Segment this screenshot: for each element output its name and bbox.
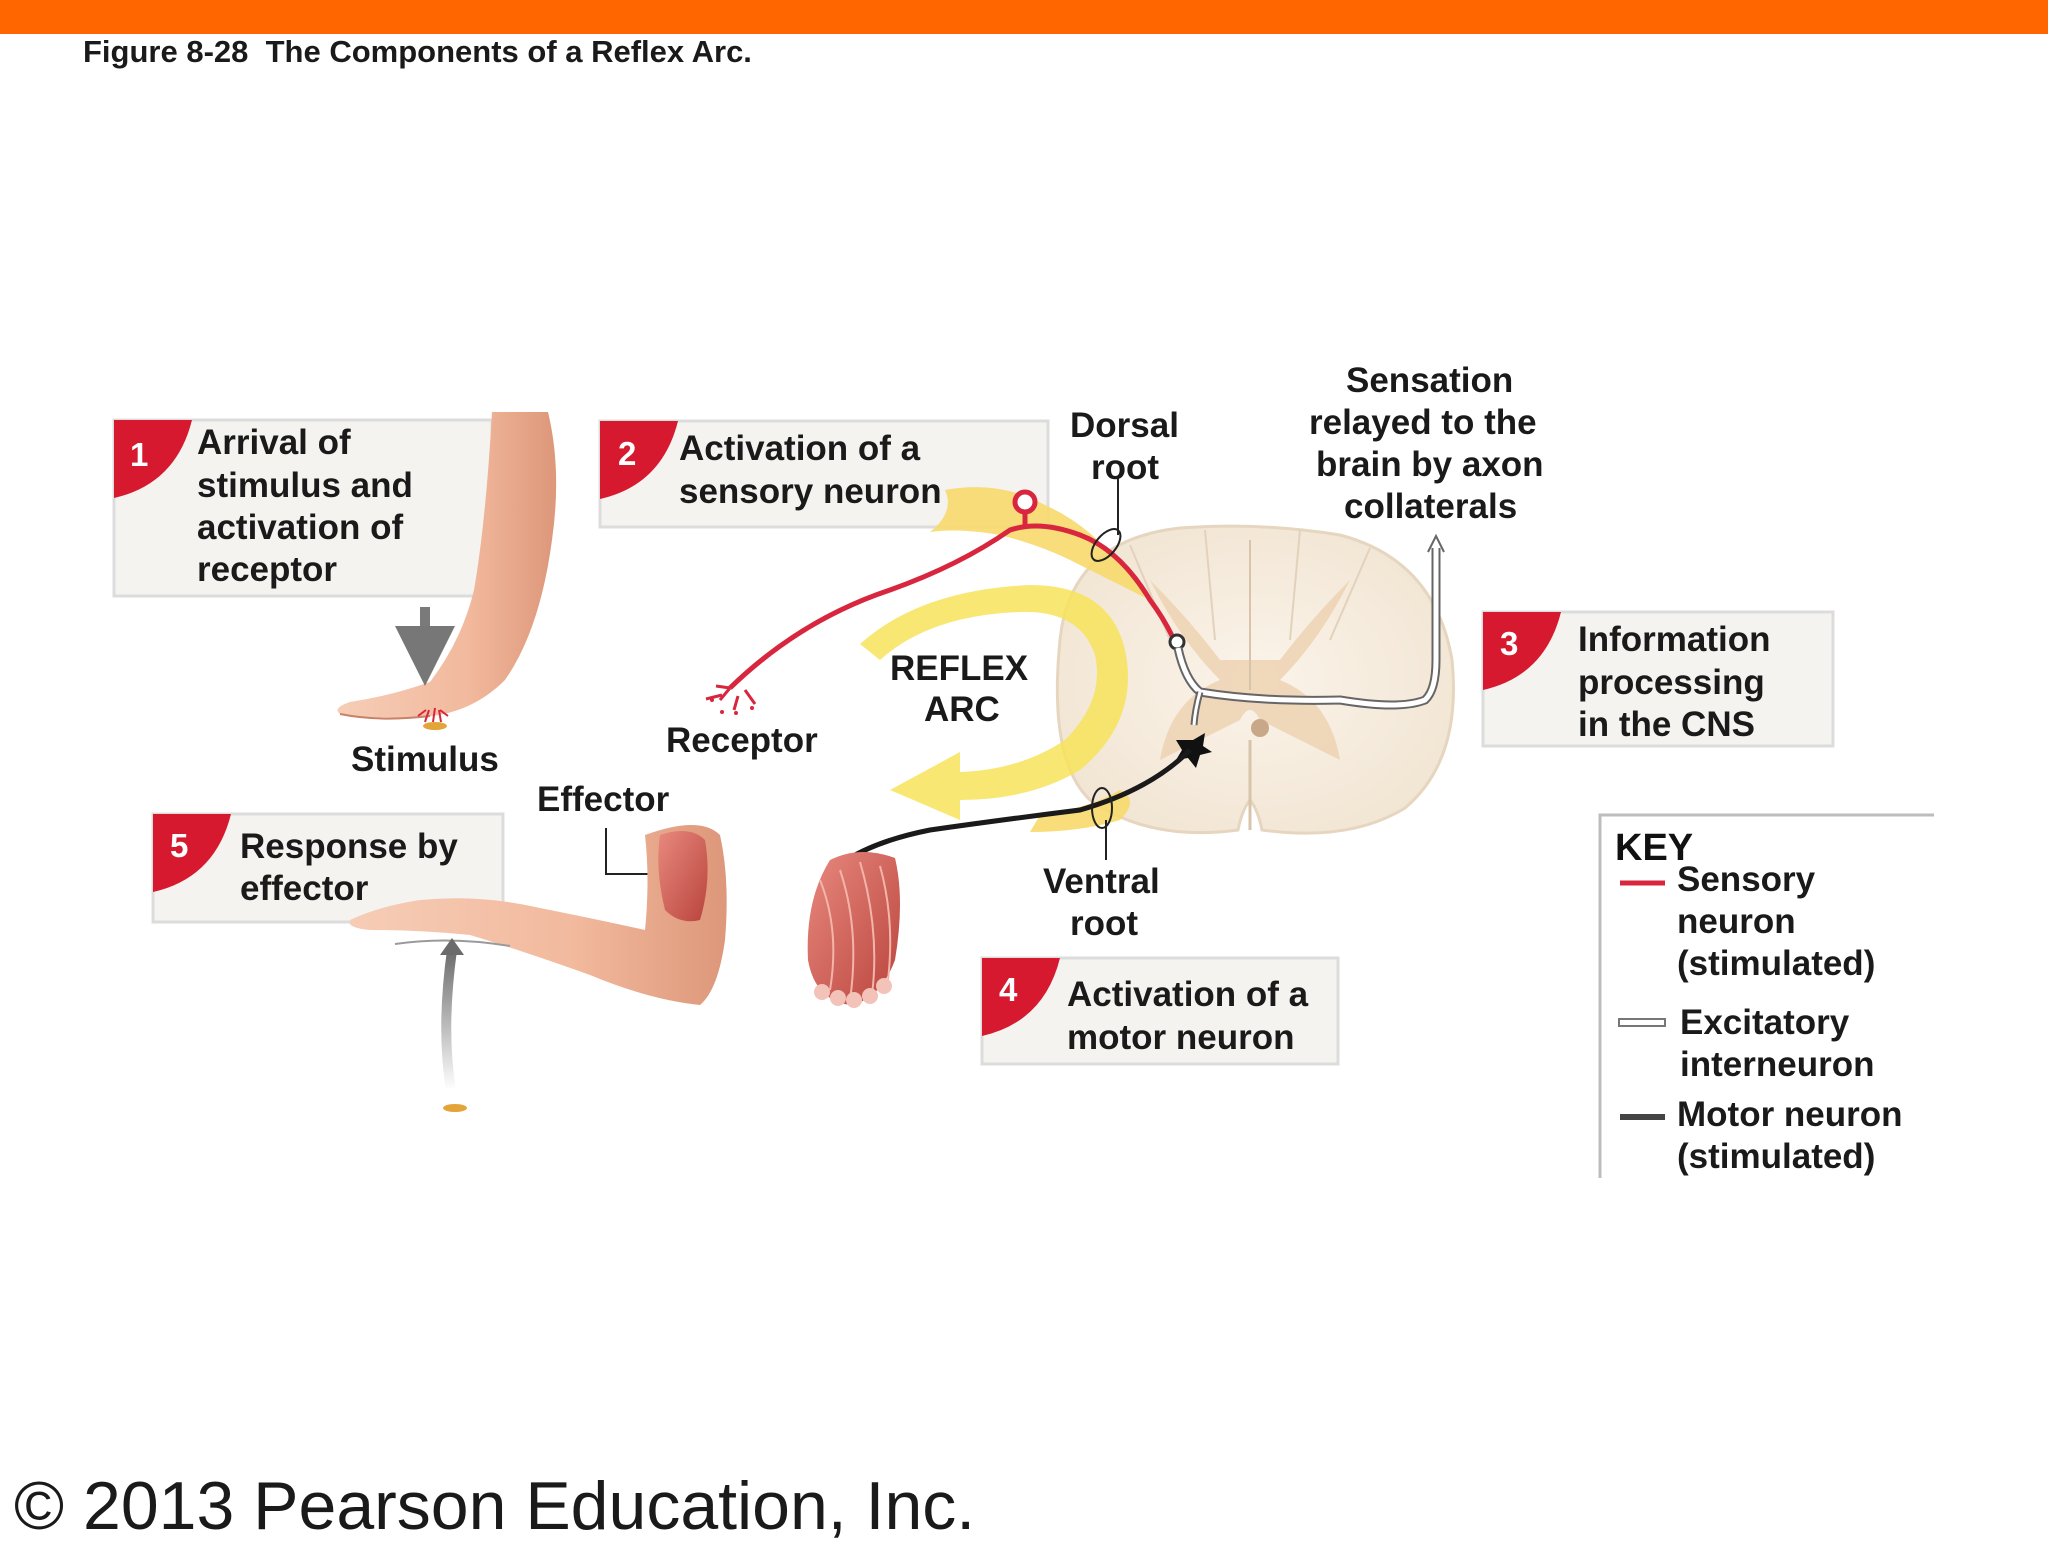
key-title: KEY bbox=[1615, 827, 1693, 869]
dorsal-root-label: Dorsal root bbox=[1070, 406, 1189, 487]
sensory-dendrite-dots bbox=[710, 698, 754, 715]
arm-response-illustration bbox=[349, 825, 727, 1005]
ventral-root-pointer bbox=[1091, 787, 1113, 860]
step-5-number: 5 bbox=[170, 827, 188, 864]
sensation-label: Sensation relayed to the brain by axon c… bbox=[1309, 361, 1553, 526]
step-1-text: Arrival of stimulus and activation of re… bbox=[197, 423, 423, 589]
ventral-root-label: Ventral root bbox=[1043, 862, 1169, 943]
step-1-box: 1 Arrival of stimulus and activation of … bbox=[112, 418, 494, 598]
step-4-text: Activation of a motor neuron bbox=[1067, 975, 1318, 1057]
step-4-box: 4 Activation of a motor neuron bbox=[980, 956, 1340, 1066]
effector-pointer bbox=[605, 828, 668, 875]
spinal-cord-cross-section bbox=[1055, 524, 1455, 835]
receptor-label: Receptor bbox=[666, 721, 818, 760]
stimulus-label: Stimulus bbox=[351, 740, 499, 779]
step-4-number: 4 bbox=[999, 971, 1018, 1008]
key-sensory-label: Sensory neuron (stimulated) bbox=[1677, 860, 1875, 983]
step-2-box: 2 Activation of a sensory neuron bbox=[598, 419, 1050, 529]
step-3-number: 3 bbox=[1500, 625, 1518, 662]
up-arrow-icon bbox=[1427, 533, 1445, 553]
step-2-text: Activation of a sensory neuron bbox=[679, 429, 942, 511]
effector-label: Effector bbox=[537, 780, 670, 819]
top-accent-bar bbox=[0, 0, 2048, 34]
reflex-arc-arrow bbox=[860, 585, 1128, 820]
muscle-fiber-bundle bbox=[807, 851, 900, 1008]
copyright-notice: © 2013 Pearson Education, Inc. bbox=[14, 1468, 976, 1544]
step-2-number: 2 bbox=[618, 435, 636, 472]
excitatory-interneuron bbox=[1175, 548, 1439, 708]
step-1-number: 1 bbox=[130, 436, 148, 473]
step-3-text: Information processing in the CNS bbox=[1578, 620, 1780, 744]
dorsal-root-ganglion bbox=[930, 487, 1150, 600]
dorsal-root-pointer bbox=[1090, 478, 1122, 562]
figure-title: Figure 8-28 The Components of a Reflex A… bbox=[83, 34, 752, 69]
stimulus-source-icon bbox=[443, 1104, 467, 1112]
key-legend: KEY Sensory neuron (stimulated) Excitato… bbox=[1598, 813, 1934, 1178]
step-3-box: 3 Information processing in the CNS bbox=[1481, 610, 1835, 748]
step-5-text: Response by effector bbox=[240, 827, 468, 908]
key-motor-label: Motor neuron (stimulated) bbox=[1677, 1095, 1912, 1176]
key-interneuron-swatch bbox=[1618, 1018, 1666, 1027]
arm-stimulus-illustration bbox=[337, 412, 557, 730]
reflex-arc-label: REFLEX ARC bbox=[890, 649, 1038, 729]
sensory-neuron bbox=[705, 489, 1186, 711]
up-response-arrow-icon bbox=[441, 949, 457, 1091]
key-interneuron-label: Excitatory interneuron bbox=[1680, 1003, 1874, 1084]
